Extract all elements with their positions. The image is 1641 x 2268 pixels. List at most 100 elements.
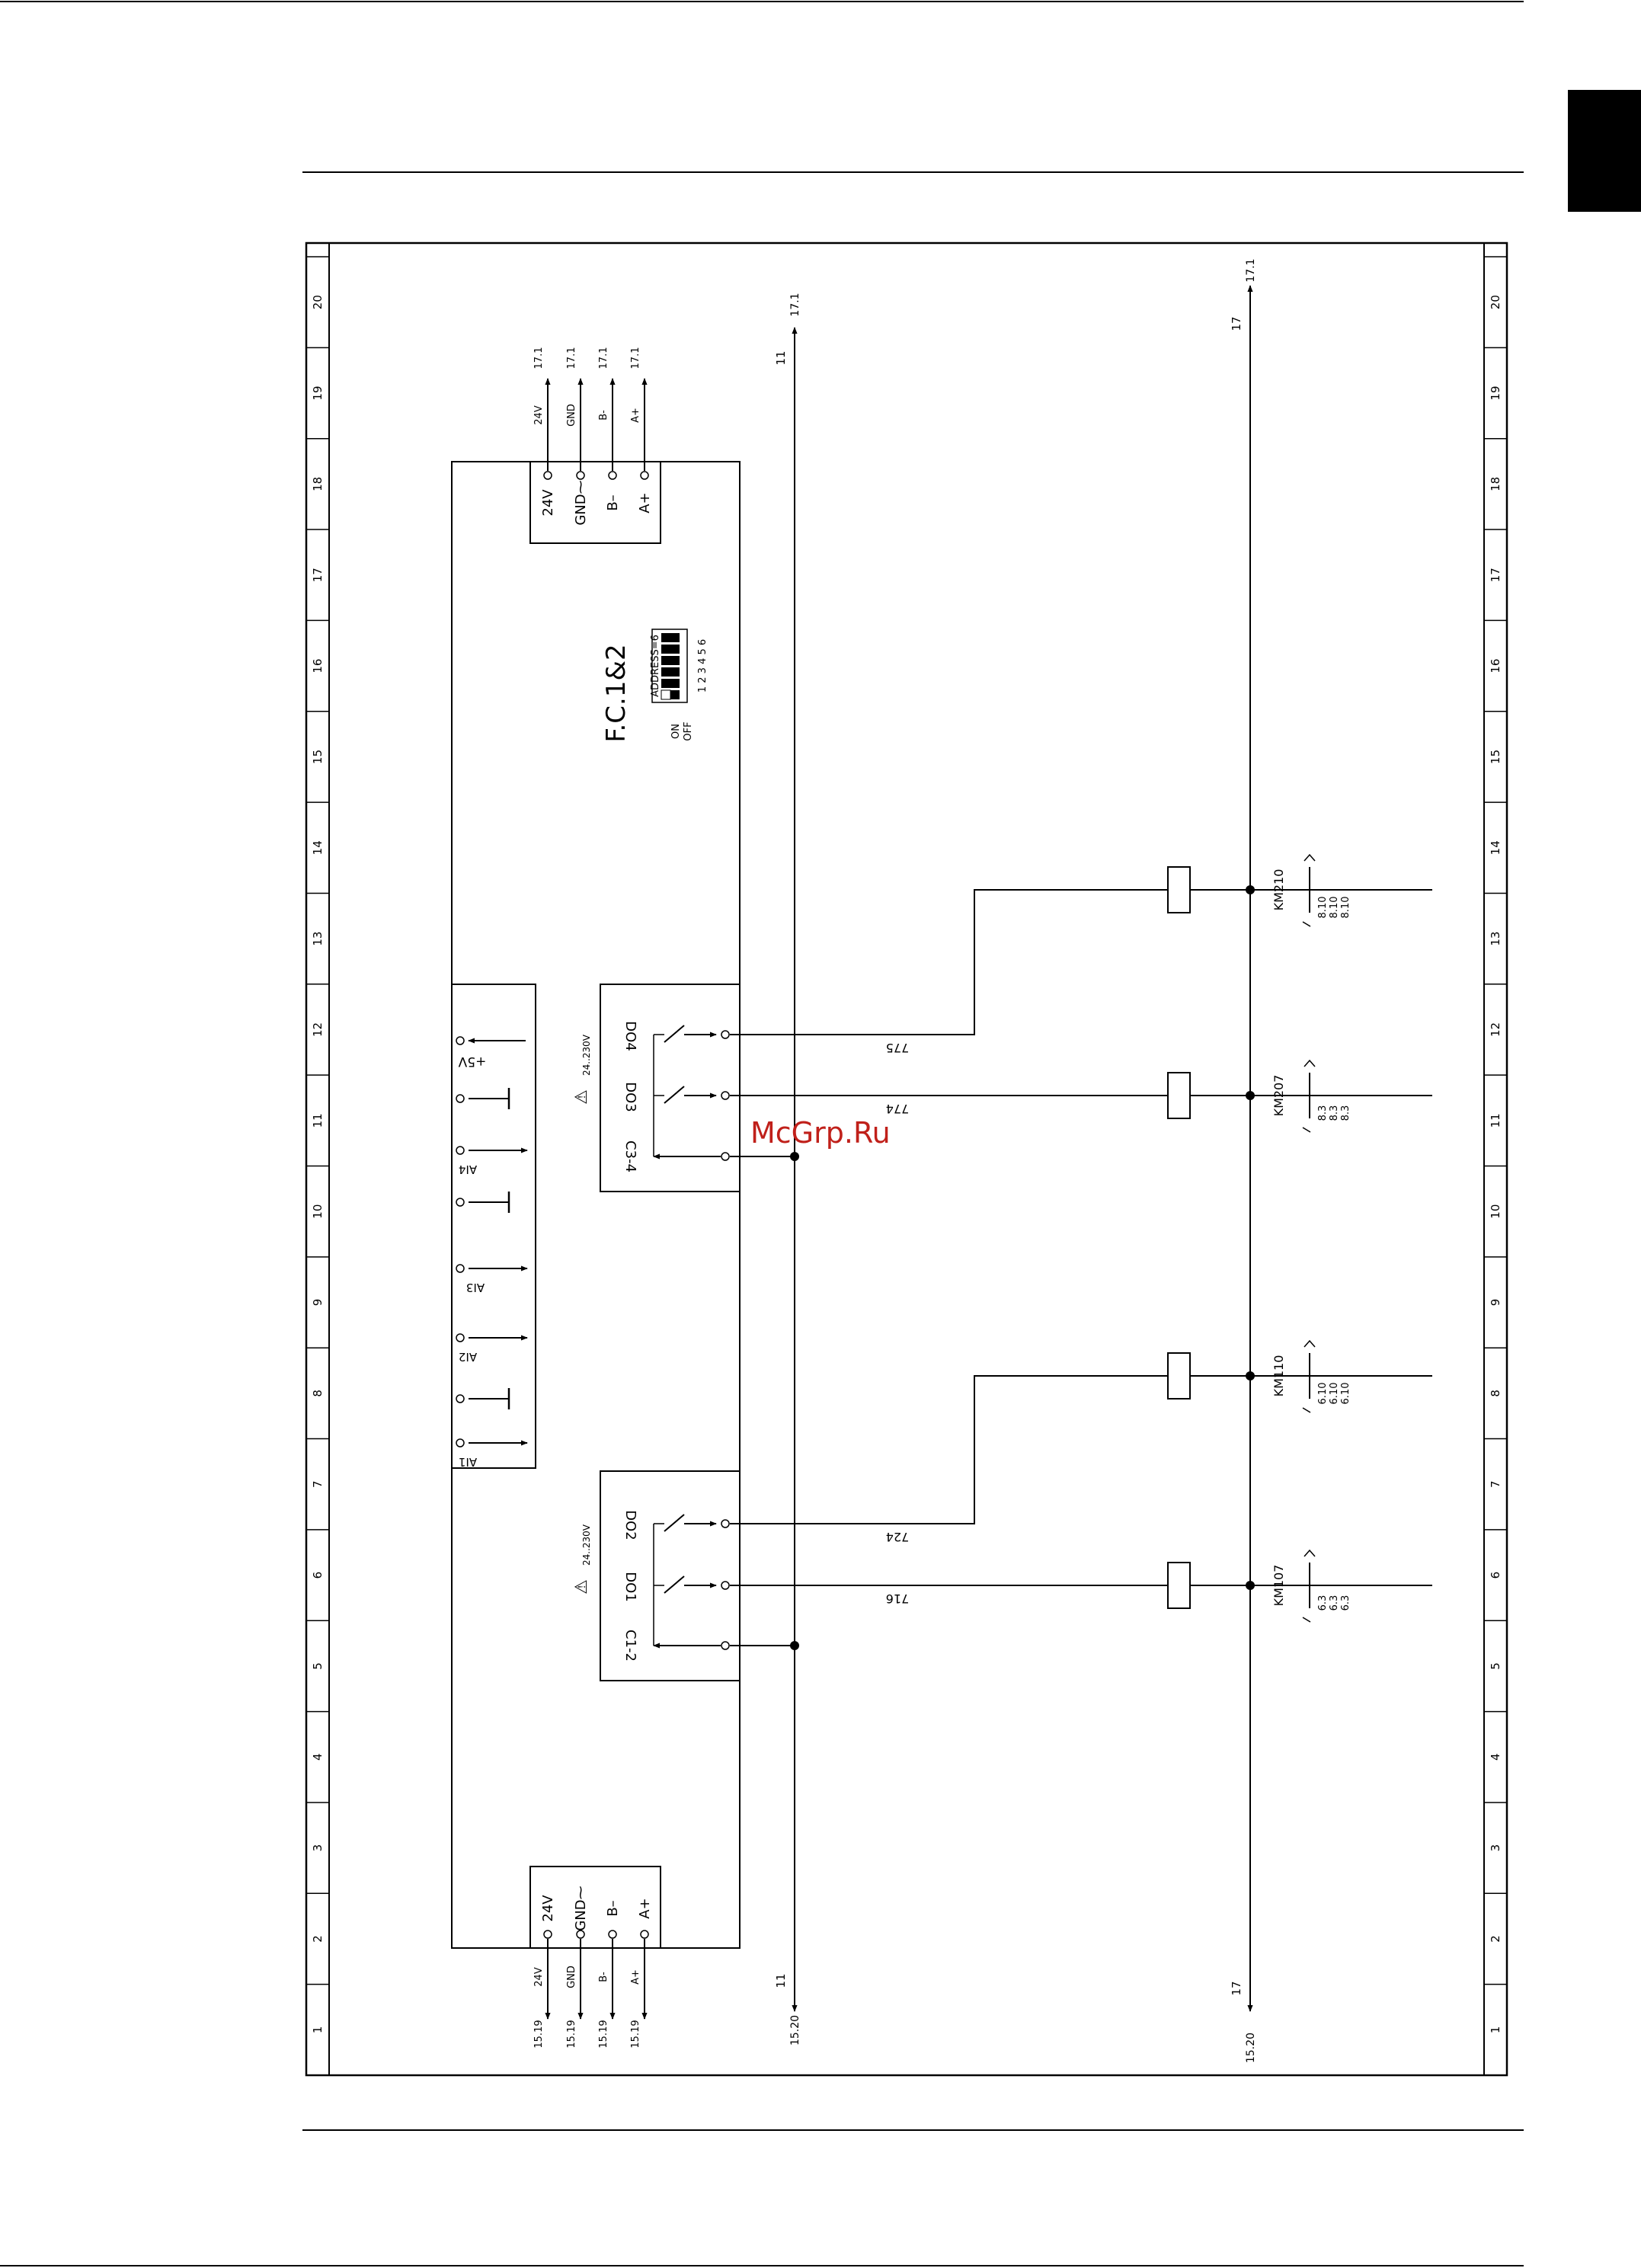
grid-number-right: 1 [1489,2026,1502,2034]
grid-ticks [306,256,1507,2076]
comm-ref: 15.19 [533,2020,545,2048]
grid-number-right: 18 [1489,477,1502,491]
bus-line-11: 11 15.20 11 17.1 [730,293,801,2046]
grid-number-right: 7 [1489,1480,1502,1488]
grid-number-left: 19 [311,385,325,400]
contactor-coils [1167,866,1191,1609]
comm-signal-name: B- [598,1972,609,1982]
grid-number-left: 5 [311,1662,325,1670]
comm-terminal-label: GND⁓ [573,1886,589,1931]
grid-number-right: 3 [1489,1844,1502,1852]
relay-a-voltage: 24..230V [581,1524,592,1566]
watermark: McGrp.Ru [750,1116,891,1150]
grid-number-left: 12 [311,1022,325,1037]
comm-terminal-block-top [529,461,661,544]
grid-number-left: 2 [311,1935,325,1943]
comm-signal-name: 24V [533,405,545,425]
relay-a-do2-label: DO2 [622,1510,638,1540]
km207-label: KM207 [1272,1075,1286,1117]
km107-label: KM107 [1272,1565,1286,1607]
grid-number-right: 9 [1489,1299,1502,1307]
bus-line-17: 17 15.20 17 17.1 [1230,258,1257,2063]
km110-label: KM110 [1272,1355,1286,1397]
comm-signal-name: A+ [630,1969,641,1985]
grid-number-right: 4 [1489,1754,1502,1761]
relay-circuit-do1-do2: ⚠ 24..230V C1-2 DO1 DO2 [572,1510,730,1662]
comm-terminal-label: GND⁓ [573,480,589,525]
km210-ref-3: 8.10 [1340,897,1352,919]
output-wires: 775 774 724 716 [730,889,1250,1606]
section-tab-marker [1568,90,1641,212]
grid-number-left: 15 [311,750,325,764]
grid-number-right: 12 [1489,1022,1502,1037]
bus-17-ref-bottom: 15.20 [1245,2033,1257,2063]
relay-a-common-label: C1-2 [622,1630,638,1662]
comm-terminal [576,1930,585,1939]
comm-ref: 15.19 [598,2020,609,2048]
comm-ref: 17.1 [566,347,577,369]
dip-off-label: OFF [683,721,694,741]
grid-number-left: 17 [311,568,325,582]
comm-terminal [608,1930,617,1939]
relay-b-warning-icon: ⚠ [572,1089,591,1105]
km210-label: KM210 [1272,869,1286,911]
relay-block-do3-do4 [600,984,741,1192]
wire-716-label: 716 [886,1591,910,1606]
grid-number-left: 6 [311,1572,325,1579]
analog-label-ai4: AI4 [459,1163,477,1176]
grid-number-right: 19 [1489,385,1502,400]
comm-terminal [543,471,552,480]
grid-number-right: 15 [1489,750,1502,764]
km107-ref-3: 6.3 [1340,1595,1352,1611]
bus-11-ref-bottom: 15.20 [789,2015,801,2046]
comm-ref: 17.1 [598,347,609,369]
analog-input-block [451,984,536,1469]
relay-b-voltage: 24..230V [581,1034,592,1076]
km207-ref-1: 8.3 [1317,1105,1329,1121]
comm-terminal-label: B– [605,1900,621,1916]
analog-label-ai2: AI2 [459,1350,477,1364]
contactor-references: KM210 8.10 8.10 8.10 KM207 8.3 8.3 8.3 K… [1250,853,1432,1623]
dip-switch: ADDRESS=6 1 2 3 4 5 6 ON OFF [650,629,709,741]
module-title: F.C.1&2 [601,644,632,742]
bus-11-ref-top: 17.1 [789,293,801,316]
analog-input-terminals: +5V AI4 AI3 AI2 AI1 [456,1036,528,1469]
coil-km207 [1167,1072,1191,1119]
bus-11-name-bottom: 11 [774,1973,788,1988]
grid-number-left: 9 [311,1299,325,1307]
wire-774-label: 774 [886,1102,910,1116]
grid-number-right: 11 [1489,1113,1502,1128]
comm-terminal [640,471,649,480]
comm-terminal-block-bottom [529,1866,661,1949]
coil-km210 [1167,866,1191,913]
grid-number-right: 10 [1489,1204,1502,1219]
comm-signal-name: GND [566,404,577,427]
grid-number-right: 13 [1489,932,1502,946]
comm-terminal-label: A+ [637,492,653,513]
comm-terminal-label: 24V [540,489,556,517]
km110-ref-3: 6.10 [1340,1383,1352,1405]
comm-terminal-label: B– [605,494,621,510]
comm-ref: 17.1 [630,347,641,369]
grid-number-right: 8 [1489,1390,1502,1397]
comm-signal-name: B- [598,410,609,421]
comm-terminal [576,471,585,480]
grid-number-right: 14 [1489,840,1502,855]
grid-number-right: 20 [1489,295,1502,309]
grid-number-right: 17 [1489,568,1502,582]
coil-km107 [1167,1562,1191,1609]
grid-number-left: 20 [311,295,325,309]
wire-775-label: 775 [886,1041,910,1055]
km107-ref-2: 6.3 [1329,1595,1340,1611]
relay-a-warning-icon: ⚠ [572,1579,591,1595]
grid-number-right: 6 [1489,1572,1502,1579]
grid-number-left: 8 [311,1390,325,1397]
bus-17-ref-top: 17.1 [1245,258,1257,282]
grid-number-left: 3 [311,1844,325,1852]
relay-a-do1-label: DO1 [622,1572,638,1601]
dip-on-label: ON [670,724,682,739]
